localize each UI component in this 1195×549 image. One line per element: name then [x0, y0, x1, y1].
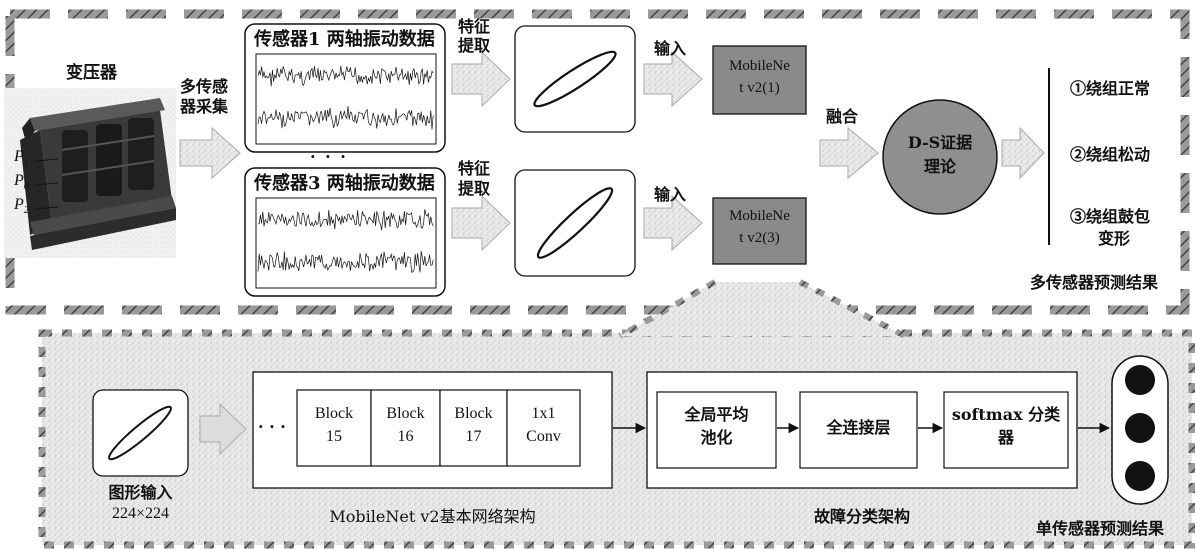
stage-box-softmax	[943, 391, 1069, 469]
block-16-line2: 16	[397, 428, 414, 445]
arrow-ds-result	[1001, 126, 1045, 180]
arrow-feature-1	[451, 50, 511, 108]
feature-label-1-line1: 特征	[458, 17, 491, 36]
collect-label-line1: 多传感	[180, 77, 229, 96]
zoom-connector	[620, 282, 905, 336]
arrow-input-3	[643, 194, 703, 252]
block-16-line1: Block	[386, 405, 425, 422]
model-1-line1: MobileNe	[729, 58, 790, 74]
transformer-image	[4, 88, 176, 258]
arrow-feature-3	[451, 194, 511, 252]
stage-softmax-line1: softmax 分类	[951, 405, 1061, 424]
sensor-point-p0: P0	[14, 172, 29, 193]
arrow-graph-input	[199, 402, 247, 456]
signal-panel-1-title: 传感器1 两轴振动数据	[254, 29, 435, 50]
feature-ellipse-box-1	[514, 25, 636, 133]
backbone-dots: · · ·	[258, 417, 286, 436]
ds-label-line1: D-S证据	[907, 133, 973, 152]
panel-ellipsis: · · ·	[310, 147, 348, 166]
block-15-line1: Block	[314, 405, 354, 422]
output-node-3	[1125, 461, 1155, 491]
ds-evidence-node	[882, 99, 998, 215]
output-node-1	[1125, 365, 1155, 395]
feature-label-3-line2: 提取	[458, 179, 491, 198]
feature-label-3-line1: 特征	[458, 159, 491, 178]
block-grid	[296, 389, 581, 467]
stage-gap-line1: 全局平均	[684, 405, 749, 424]
stage-softmax-line2: 器	[997, 428, 1014, 447]
transformer-label: 变压器	[66, 63, 117, 83]
graph-input-box	[92, 389, 189, 477]
graph-input-label: 图形输入	[108, 483, 173, 502]
feature-label-1-line2: 提取	[458, 36, 491, 55]
stage-box-gap	[656, 391, 777, 469]
output-nodes	[1111, 355, 1169, 505]
signal-panel-1	[244, 23, 446, 153]
ds-label-line2: 理论	[923, 157, 956, 176]
collect-label-line2: 器采集	[180, 97, 229, 116]
result-loose: ②绕组松动	[1070, 145, 1151, 164]
stage-fc-line1: 全连接层	[826, 418, 891, 437]
arrow-input-1	[643, 50, 703, 108]
sensor-point-p2: P2	[14, 196, 29, 217]
arrow-fusion	[819, 126, 879, 180]
feature-ellipse-box-3	[514, 169, 636, 277]
stage-gap-line2: 池化	[700, 428, 733, 447]
arrow-collect	[179, 126, 241, 180]
model-3-line1: MobileNe	[729, 208, 790, 224]
model-box-3	[712, 197, 807, 265]
sensor-point-p1: P1	[14, 148, 29, 169]
model-1-line2: t v2(1)	[739, 80, 780, 96]
single-result-caption: 单传感器预测结果	[1036, 519, 1165, 538]
signal-panel-3	[244, 167, 446, 297]
model-box-1	[712, 45, 807, 115]
stage-box-fc	[799, 391, 918, 469]
signal-panel-3-title: 传感器3 两轴振动数据	[254, 173, 435, 194]
block-17-line2: 17	[465, 428, 482, 445]
output-node-2	[1125, 413, 1155, 443]
graph-input-size: 224×224	[111, 505, 170, 522]
result-bulge: ③绕组鼓包	[1070, 207, 1151, 226]
block-15-line2: 15	[326, 428, 342, 445]
conv-1x1-line1: 1x1	[531, 405, 556, 422]
model-3-line2: t v2(3)	[739, 230, 780, 246]
input-label-1: 输入	[654, 39, 687, 58]
result-bulge-line2: 变形	[1098, 229, 1131, 248]
multi-result-caption: 多传感器预测结果	[1030, 273, 1159, 292]
fusion-label: 融合	[826, 107, 859, 126]
block-17-line1: Block	[454, 405, 493, 422]
backbone-caption: MobileNet v2基本网络架构	[329, 507, 536, 526]
classifier-caption: 故障分类架构	[813, 507, 910, 526]
conv-1x1-line2: Conv	[526, 428, 561, 445]
input-label-3: 输入	[654, 185, 687, 204]
result-normal: ①绕组正常	[1070, 79, 1151, 98]
